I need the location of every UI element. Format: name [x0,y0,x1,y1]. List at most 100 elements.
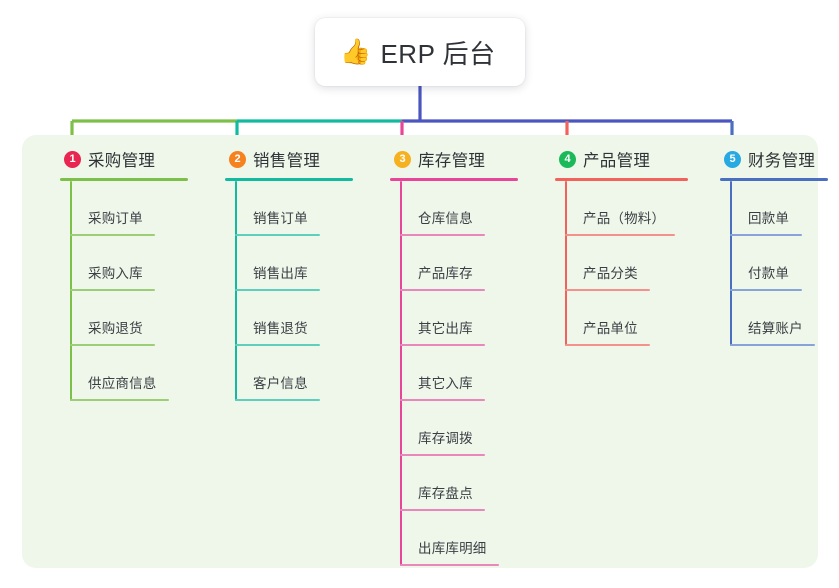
branch-spine [70,181,72,401]
branch-item-rule [400,564,499,566]
branch-number-badge: 3 [394,150,411,168]
branch-item-label: 库存盘点 [418,486,473,501]
branch-number-badge: 2 [229,150,246,168]
root-node-card[interactable]: 👍 ERP 后台 [315,18,525,86]
branch-item-list: 销售订单销售出库销售退货客户信息 [225,181,375,401]
branch-item[interactable]: 采购入库 [60,236,210,291]
branch-spine [565,181,567,346]
branch-item-rule [400,454,485,456]
branch-item[interactable]: 出库库明细 [390,511,540,566]
branch-item[interactable]: 销售退货 [225,291,375,346]
branch-title: 销售管理 [253,152,321,170]
branch-header-rule [720,178,828,181]
branch-column-2: 2 销售管理销售订单销售出库销售退货客户信息 [225,146,375,401]
branch-item[interactable]: 销售订单 [225,181,375,236]
branch-header-3[interactable]: 3 库存管理 [390,146,540,172]
branch-item[interactable]: 产品单位 [555,291,710,346]
branch-item-rule [400,289,485,291]
branch-item[interactable]: 付款单 [720,236,839,291]
branch-item-rule [565,234,675,236]
branch-item[interactable]: 产品库存 [390,236,540,291]
branch-item-rule [235,399,320,401]
branch-item[interactable]: 采购订单 [60,181,210,236]
branch-item-label: 客户信息 [253,376,308,391]
branch-item-rule [400,399,485,401]
branch-item-list: 采购订单采购入库采购退货供应商信息 [60,181,210,401]
branch-number-badge: 4 [559,150,576,168]
branch-item-rule [70,344,155,346]
branch-item-label: 产品单位 [583,321,638,336]
branch-item-rule [400,234,485,236]
branch-spine [400,181,402,566]
thumbs-up-icon: 👍 [340,37,372,66]
branch-item-label: 采购订单 [88,211,143,226]
branches-panel: 1 采购管理采购订单采购入库采购退货供应商信息 2 销售管理销售订单销售出库销售退货客… [22,135,828,568]
branch-item-label: 供应商信息 [88,376,157,391]
branch-item-label: 销售出库 [253,266,308,281]
branch-item[interactable]: 库存调拨 [390,401,540,456]
branch-item-label: 销售订单 [253,211,308,226]
branch-item-rule [235,344,320,346]
branch-item[interactable]: 其它入库 [390,346,540,401]
root-node-title: ERP 后台 [380,38,496,69]
branch-item-rule [70,289,155,291]
branch-item-rule [730,289,802,291]
branch-item-rule [730,234,802,236]
branch-item-rule [235,234,320,236]
branch-item-label: 采购入库 [88,266,143,281]
branch-item[interactable]: 仓库信息 [390,181,540,236]
branch-item-label: 其它入库 [418,376,473,391]
branch-item-label: 销售退货 [253,321,308,336]
branch-title: 产品管理 [583,152,651,170]
branch-header-rule [225,178,353,181]
branch-item-rule [235,289,320,291]
branch-number-badge: 1 [64,150,81,168]
branch-header-5[interactable]: 5 财务管理 [720,146,839,172]
branch-item[interactable]: 产品（物料） [555,181,710,236]
branch-column-4: 4 产品管理产品（物料） 产品分类产品单位 [555,146,710,346]
branch-item[interactable]: 回款单 [720,181,839,236]
branch-item-rule [730,344,815,346]
branch-column-5: 5 财务管理回款单付款单结算账户 [720,146,839,346]
branch-item[interactable]: 销售出库 [225,236,375,291]
branch-item[interactable]: 结算账户 [720,291,839,346]
branch-item-rule [400,344,485,346]
branch-item-label: 产品库存 [418,266,473,281]
branch-item-label: 库存调拨 [418,431,473,446]
branch-number-badge: 5 [724,150,741,168]
branch-spine [730,181,732,346]
branch-item-list: 产品（物料） 产品分类产品单位 [555,181,710,346]
branch-item-label: 回款单 [748,211,790,226]
branch-item-label: 出库库明细 [418,541,487,556]
branch-item-rule [565,289,650,291]
branch-item-label: 采购退货 [88,321,143,336]
branch-item-rule [70,399,169,401]
branch-header-1[interactable]: 1 采购管理 [60,146,210,172]
branch-header-4[interactable]: 4 产品管理 [555,146,710,172]
branch-spine [235,181,237,401]
branch-header-2[interactable]: 2 销售管理 [225,146,375,172]
branch-item-label: 产品（物料） [583,211,666,226]
branch-item[interactable]: 产品分类 [555,236,710,291]
branch-title: 库存管理 [418,152,486,170]
branch-title: 采购管理 [88,152,156,170]
branch-item-label: 付款单 [748,266,790,281]
branch-item-list: 回款单付款单结算账户 [720,181,839,346]
branch-header-rule [390,178,518,181]
branch-item-label: 仓库信息 [418,211,473,226]
branch-item[interactable]: 其它出库 [390,291,540,346]
branch-title: 财务管理 [748,152,816,170]
branch-column-3: 3 库存管理仓库信息产品库存其它出库其它入库库存调拨库存盘点出库库明细 [390,146,540,566]
branch-item-list: 仓库信息产品库存其它出库其它入库库存调拨库存盘点出库库明细 [390,181,540,566]
branch-item-rule [565,344,650,346]
branch-header-rule [555,178,688,181]
branch-item[interactable]: 库存盘点 [390,456,540,511]
branch-item-label: 产品分类 [583,266,638,281]
root-node-content: 👍 ERP 后台 [340,34,495,71]
branch-item[interactable]: 供应商信息 [60,346,210,401]
branch-item-rule [70,234,155,236]
branch-item[interactable]: 客户信息 [225,346,375,401]
branch-item[interactable]: 采购退货 [60,291,210,346]
branch-item-label: 结算账户 [748,321,803,336]
